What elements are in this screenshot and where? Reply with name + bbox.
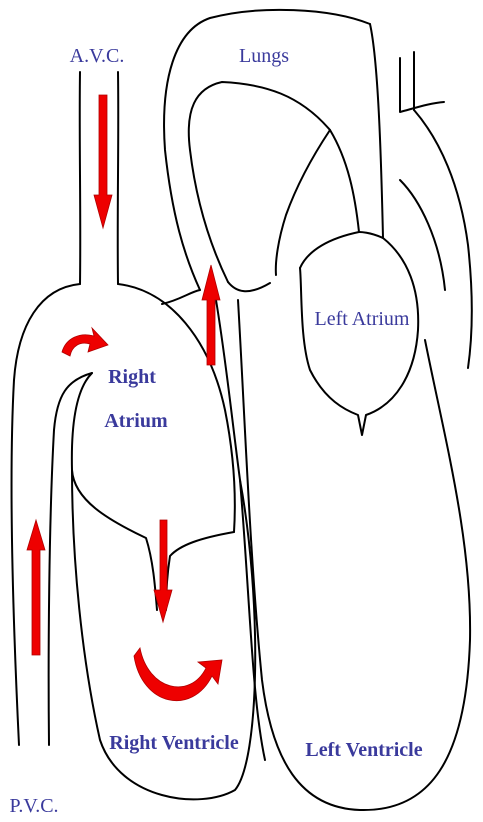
ventricle-curved-arrow-icon bbox=[134, 648, 222, 701]
pulmonary-vein-upper bbox=[276, 130, 330, 275]
pulmonary-root-right bbox=[228, 282, 270, 291]
pvc-inner-wall bbox=[49, 373, 92, 745]
avc-vessel-left-wall bbox=[80, 72, 81, 284]
pvc-label: P.V.C. bbox=[9, 795, 58, 817]
left-atrium-wall bbox=[300, 232, 418, 435]
right-atrium-label-line1: Right bbox=[108, 366, 156, 388]
aorta-inner-branch bbox=[400, 180, 445, 290]
pulmonary-trunk-right-wall bbox=[189, 82, 359, 282]
right-atrium-top-wall bbox=[118, 284, 235, 532]
avc-down-arrow-icon bbox=[94, 95, 112, 228]
descending-aorta-outer bbox=[414, 110, 472, 368]
pulmonary-root-left bbox=[162, 290, 200, 304]
avc-label: A.V.C. bbox=[70, 45, 125, 67]
aorta-top bbox=[370, 24, 383, 238]
right-atrium-label-line2: Atrium bbox=[104, 410, 168, 432]
tricuspid-valve-right bbox=[166, 532, 234, 610]
left-ventricle-label: Left Ventricle bbox=[305, 739, 422, 761]
aorta-branch-left bbox=[400, 58, 444, 112]
atrium-curved-arrow-icon bbox=[62, 328, 108, 356]
avc-vessel-right-wall bbox=[118, 72, 119, 284]
flow-arrows bbox=[27, 95, 222, 701]
right-ventricle-label: Right Ventricle bbox=[109, 732, 239, 754]
heart-outlines bbox=[12, 10, 472, 810]
left-atrium-label: Left Atrium bbox=[315, 308, 410, 330]
lungs-label: Lungs bbox=[239, 45, 289, 67]
left-ventricle-wall bbox=[238, 300, 470, 810]
pvc-up-arrow-icon bbox=[27, 520, 45, 655]
pulmonary-vein-lower bbox=[300, 232, 359, 268]
right-atrium-lower-boundary bbox=[72, 373, 157, 610]
